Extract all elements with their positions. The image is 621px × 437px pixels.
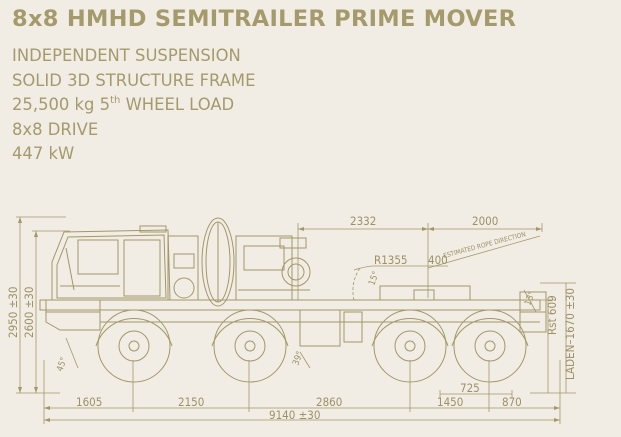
dim-departure-angle: 39° (291, 350, 305, 367)
dim-height-cab: 2600 ±30 (22, 287, 36, 338)
spec-item: 25,500 kg 5th WHEEL LOAD (12, 95, 235, 115)
dim-overall-length: 9140 ±30 (269, 408, 320, 422)
dim-laden-height: LADEN–1670 ±30 (563, 288, 577, 380)
dim-kingpin-radius: R1355 (374, 253, 408, 267)
dim-axle-4: 1450 (437, 395, 463, 409)
dim-rst: Rst 609 (545, 295, 559, 335)
spec-item: 8x8 DRIVE (12, 119, 99, 139)
dim-height-total: 2950 ±30 (6, 287, 20, 338)
page-title: 8x8 HMHD SEMITRAILER PRIME MOVER (12, 6, 517, 32)
dim-overhang-rear: 870 (502, 395, 522, 409)
dim-axle-3: 2860 (316, 395, 342, 409)
dim-rear-angle: 13° (523, 290, 537, 307)
truck-body (39, 217, 547, 347)
dim-axle-1: 1605 (76, 395, 102, 409)
arrowheads (18, 217, 560, 422)
spec-list: INDEPENDENT SUSPENSION SOLID 3D STRUCTUR… (12, 44, 255, 167)
spec-item: SOLID 3D STRUCTURE FRAME (12, 70, 256, 90)
dim-2000: 2000 (472, 214, 498, 228)
dim-fifth-wheel-angle: 15° (367, 270, 381, 287)
wheels (97, 309, 527, 383)
dim-kingpin-offset: 400 (428, 253, 448, 267)
dim-725: 725 (460, 381, 480, 395)
spec-item: 447 kW (12, 144, 75, 164)
dim-axle-2: 2150 (178, 395, 204, 409)
dim-2332: 2332 (350, 214, 376, 228)
dimension-lines (16, 216, 576, 424)
spec-item: INDEPENDENT SUSPENSION (12, 46, 241, 65)
dim-approach-angle: 45° (55, 356, 69, 373)
rope-direction-note: ESTIMATED ROPE DIRECTION (442, 230, 526, 260)
